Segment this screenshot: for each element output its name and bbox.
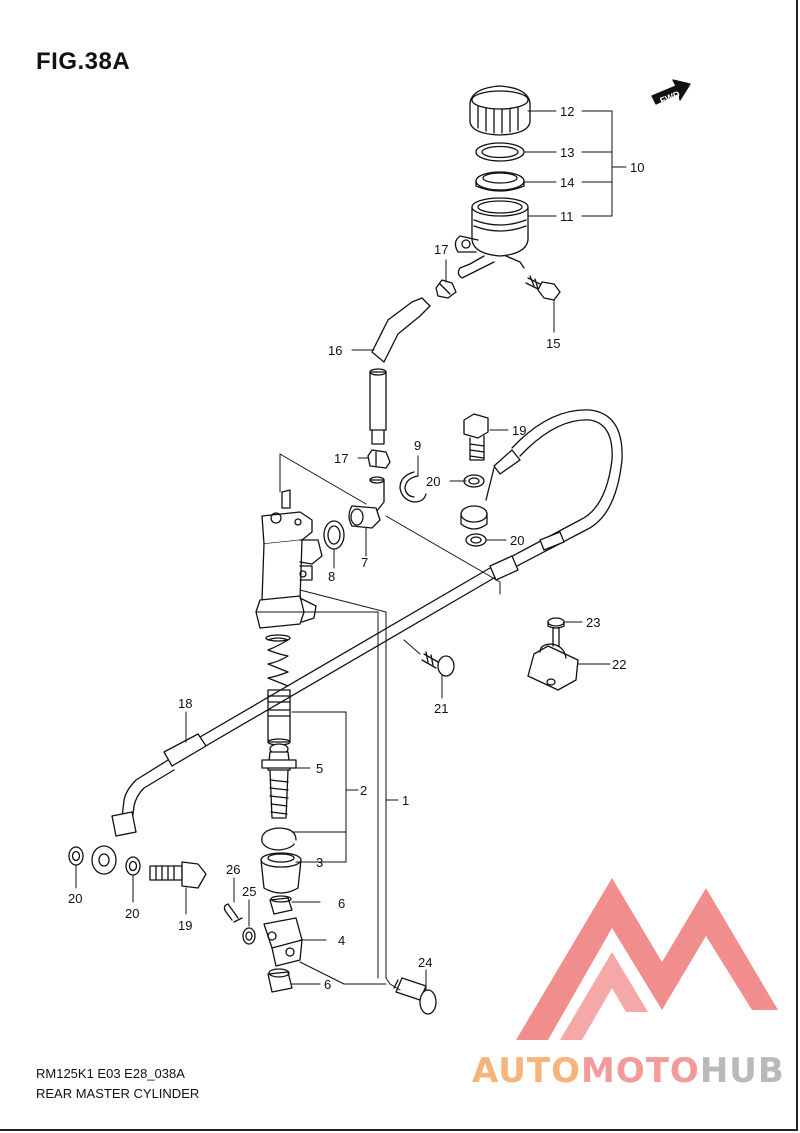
figure-code: RM125K1 E03 E28_038A [36, 1066, 185, 1081]
callout-11: 11 [560, 209, 574, 224]
watermark-logo-icon [516, 878, 778, 1040]
callout-3: 3 [316, 855, 323, 870]
rod-boot [260, 852, 302, 894]
brake-hose [111, 409, 623, 837]
callout-6-upper: 6 [338, 896, 345, 911]
callout-20-c: 20 [68, 891, 82, 906]
callout-9: 9 [414, 438, 421, 453]
callout-13: 13 [560, 145, 574, 160]
callout-5: 5 [316, 761, 323, 776]
callout-22: 22 [612, 657, 626, 672]
callout-21: 21 [434, 701, 448, 716]
callout-7: 7 [361, 555, 368, 570]
washer-20-b [465, 533, 487, 547]
banjo-bolt-lower [149, 861, 207, 889]
fwd-arrow-icon [651, 79, 691, 105]
return-spring [265, 634, 291, 687]
callout-24: 24 [418, 955, 432, 970]
reservoir-cap [469, 85, 531, 136]
banjo-fitting-upper [460, 505, 488, 530]
callout-19-upper: 19 [512, 423, 526, 438]
washer-25 [242, 927, 256, 945]
callout-23: 23 [586, 615, 600, 630]
callout-25: 25 [242, 884, 256, 899]
callout-6-lower: 6 [324, 977, 331, 992]
callout-15: 15 [546, 336, 560, 351]
cotter-pin [223, 903, 243, 923]
callout-10: 10 [630, 160, 644, 175]
circlip [399, 471, 427, 503]
diaphragm-plate [475, 171, 525, 192]
cap-seal [475, 142, 525, 162]
callout-20-a: 20 [426, 474, 440, 489]
figure-name: REAR MASTER CYLINDER [36, 1086, 200, 1101]
banjo-bolt-upper [463, 413, 489, 461]
callout-numbers: 12 13 14 11 10 17 15 16 17 9 19 20 20 8 … [68, 104, 644, 992]
o-ring [323, 520, 345, 550]
callout-17-upper: 17 [434, 242, 448, 257]
hose-guide [527, 643, 579, 691]
callout-20-d: 20 [125, 906, 139, 921]
hose-connector [348, 476, 385, 529]
assembly-guide-lines [255, 453, 501, 991]
banjo-fitting-lower [91, 845, 117, 875]
reservoir-hose [369, 297, 431, 445]
snap-ring [261, 827, 297, 851]
callout-14: 14 [560, 175, 574, 190]
hose-clamp-upper [435, 279, 457, 299]
callout-19-lower: 19 [178, 918, 192, 933]
piston-assembly [267, 689, 291, 746]
watermark-wordmark: AUTOMOTOHUB [472, 1051, 785, 1091]
washer-20-c [68, 846, 84, 866]
callout-2: 2 [360, 783, 367, 798]
clevis [263, 917, 303, 967]
callout-18: 18 [178, 696, 192, 711]
washer-20-d [125, 856, 141, 876]
reservoir-body [454, 197, 529, 279]
figure-title: FIG.38A [36, 48, 131, 75]
callout-16: 16 [328, 343, 342, 358]
callout-1: 1 [402, 793, 409, 808]
bolt-21 [421, 651, 455, 677]
callout-17-lower: 17 [334, 451, 348, 466]
clevis-pin [393, 977, 437, 1015]
reservoir-screw [525, 275, 561, 301]
screw-23 [547, 617, 565, 647]
callout-26: 26 [226, 862, 240, 877]
washer-20-a [463, 474, 485, 488]
callout-12: 12 [560, 104, 574, 119]
leader-lines [75, 110, 627, 991]
hose-clamp-lower [367, 449, 391, 469]
master-cylinder-body [255, 489, 323, 629]
lock-nut-upper [269, 895, 293, 915]
push-rod [261, 743, 297, 819]
lock-nut-lower [267, 968, 293, 993]
callout-4: 4 [338, 933, 345, 948]
callout-20-b: 20 [510, 533, 524, 548]
callout-8: 8 [328, 569, 335, 584]
